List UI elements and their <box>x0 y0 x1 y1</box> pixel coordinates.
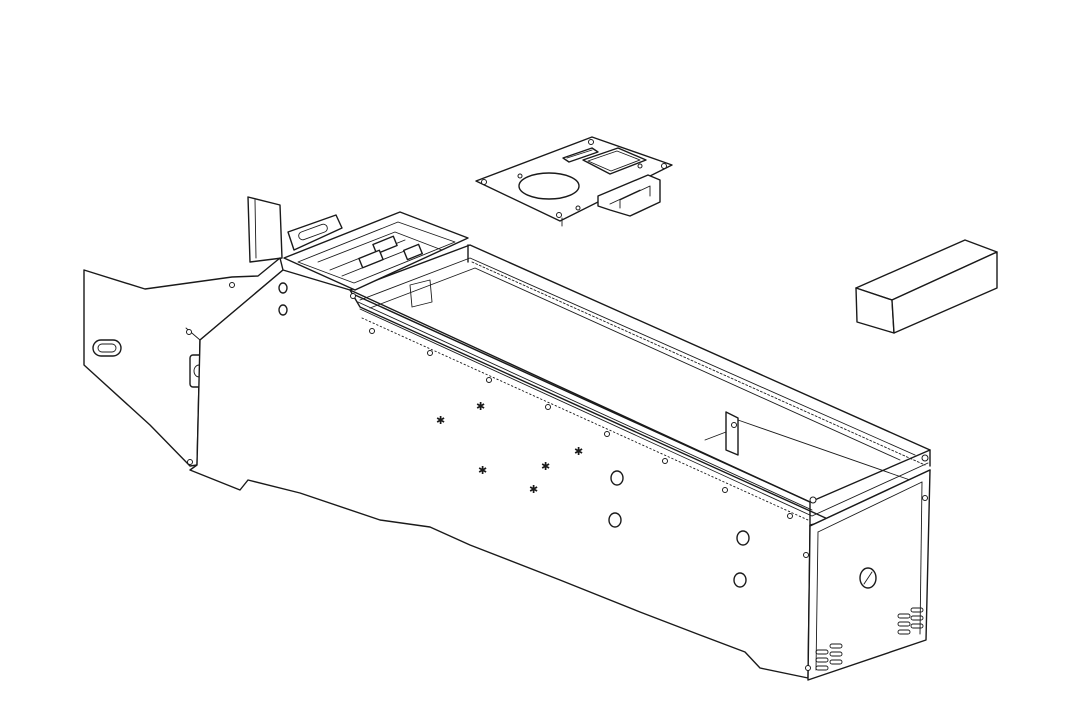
svg-text:✱: ✱ <box>541 460 550 473</box>
svg-text:✱: ✱ <box>529 483 538 496</box>
svg-text:✱: ✱ <box>476 400 485 413</box>
svg-text:✱: ✱ <box>436 414 445 427</box>
svg-text:✱: ✱ <box>574 445 583 458</box>
svg-text:✱: ✱ <box>478 464 487 477</box>
bulkhead-plate <box>725 411 739 456</box>
mounting-plate <box>475 136 673 227</box>
console-body: ✱ ✱ ✱ ✱ ✱ ✱ <box>83 196 931 681</box>
fastener-marks: ✱ ✱ ✱ ✱ ✱ ✱ <box>436 400 583 496</box>
top-flange <box>287 214 343 251</box>
rail-rivets <box>350 293 817 519</box>
block-side <box>891 251 998 334</box>
plate-rect-opening <box>582 147 647 175</box>
rear-bracket <box>247 196 283 263</box>
lower-body <box>189 269 831 679</box>
foam-block <box>855 239 998 334</box>
vent-grille-left <box>815 643 843 671</box>
vent-grille-right <box>897 607 924 635</box>
plate-round-opening <box>518 172 580 200</box>
slot-hole <box>92 339 122 357</box>
